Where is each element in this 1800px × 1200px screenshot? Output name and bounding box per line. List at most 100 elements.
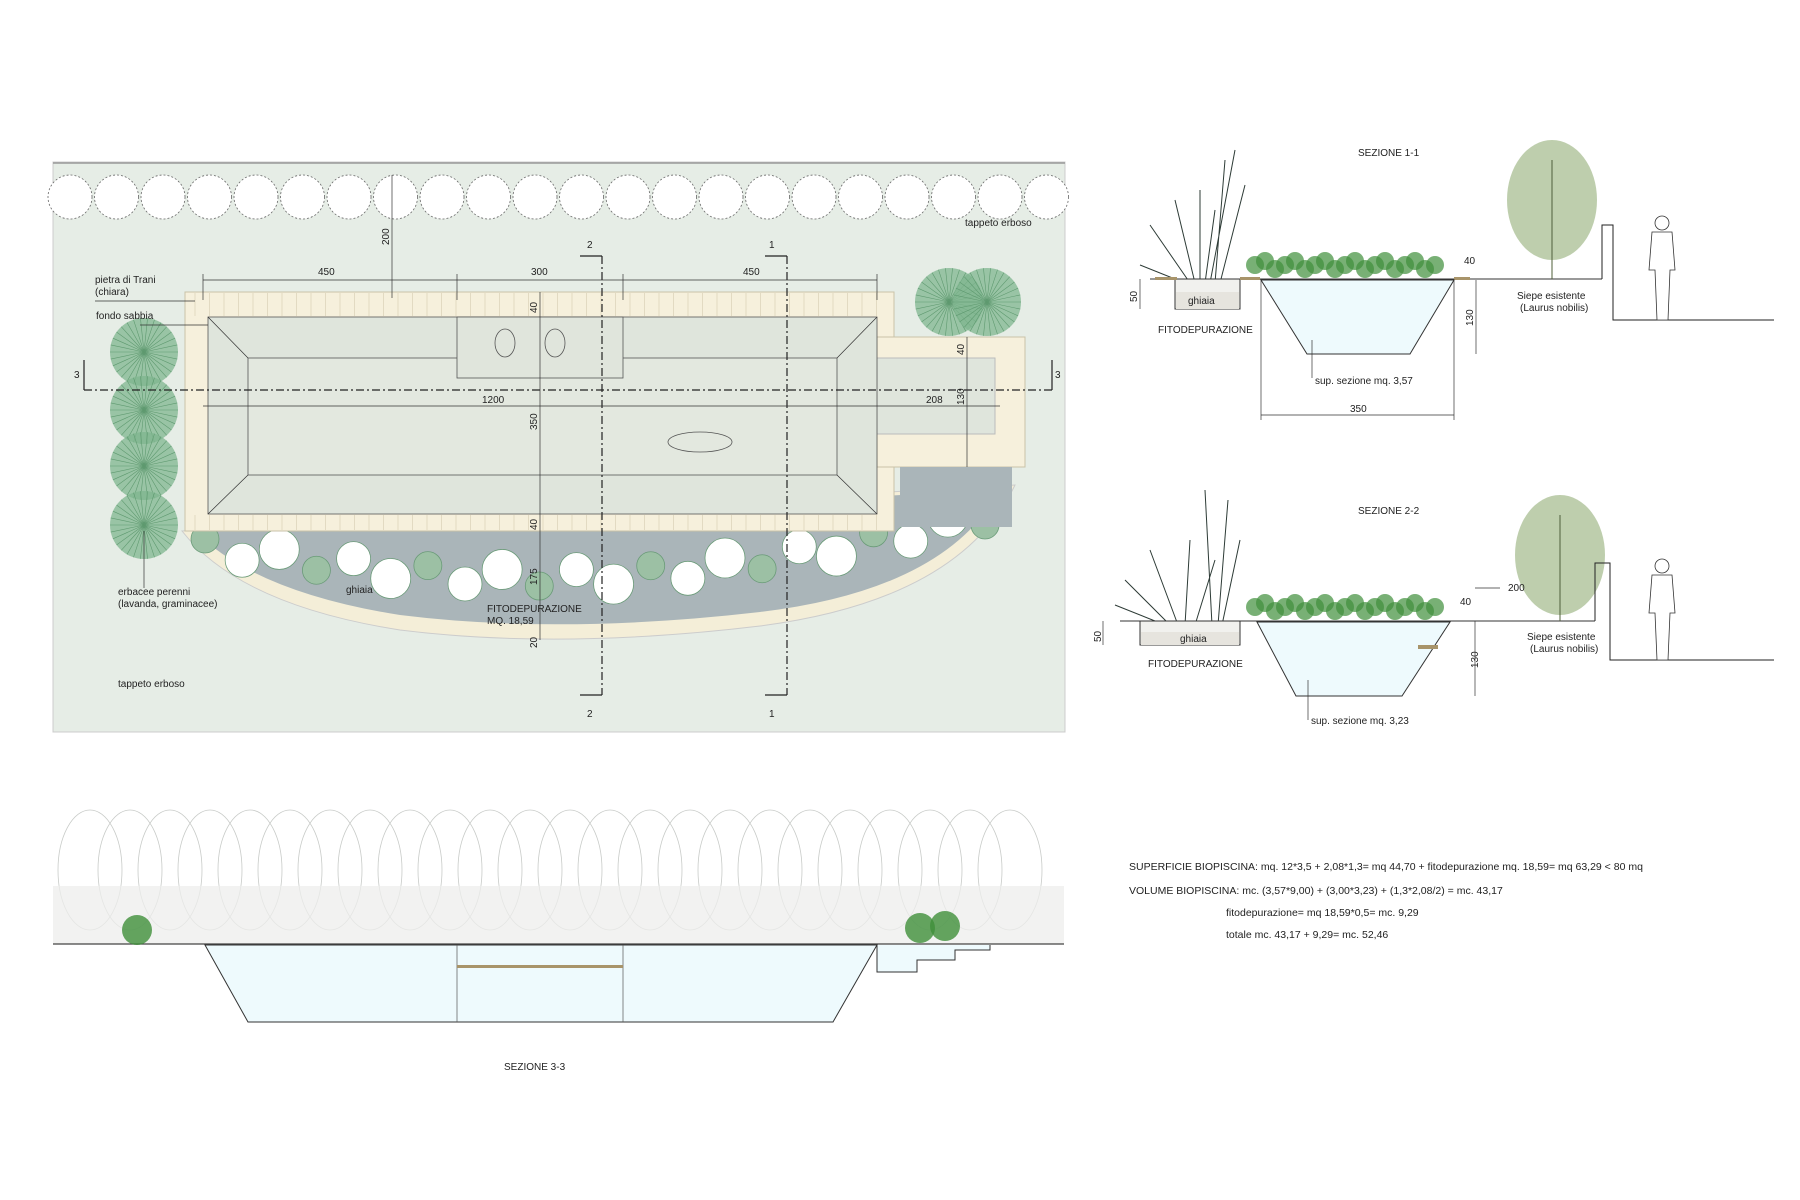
phyto-plant [447, 566, 483, 602]
section-mark-1-top: 1 [769, 240, 775, 251]
phyto-plant [670, 560, 706, 596]
shrub [110, 376, 178, 444]
hedge-shrub [977, 174, 1023, 220]
label-pietra-trani: pietra di Trani [95, 275, 156, 286]
hedge-shrub [698, 174, 744, 220]
shrubs [110, 268, 1021, 559]
section-1-dim-40: 40 [1464, 256, 1476, 267]
calc-fito: fitodepurazione= mq 18,59*0,5= mc. 9,29 [1226, 907, 1419, 919]
section-1-wall [1601, 224, 1774, 321]
hedge-shrub [419, 174, 465, 220]
section-3-title: SEZIONE 3-3 [504, 1062, 566, 1073]
hedge-shrub [94, 174, 139, 220]
phyto-plant [481, 549, 523, 590]
hedge-shrub [791, 174, 837, 220]
person-silhouette [1648, 215, 1676, 321]
dim-175: 175 [529, 568, 540, 585]
section-mark-3-left: 3 [74, 370, 80, 381]
laurel-hedge [1507, 140, 1597, 279]
person-figures [494, 328, 733, 453]
section-2-dim-200: 200 [1508, 583, 1525, 594]
dim-1200: 1200 [482, 395, 505, 406]
site-plan: 2 2 1 1 3 3 450 300 450 200 1200 350 208… [47, 161, 1069, 733]
hedge-shrub [512, 174, 558, 220]
section-1-dim-50: 50 [1129, 290, 1140, 302]
label-tappeto-erboso-top: tappeto erboso [965, 218, 1032, 229]
label-fitodepurazione: FITODEPURAZIONE [487, 604, 582, 615]
dim-40-bottom: 40 [529, 518, 540, 530]
hedge-shrub [884, 174, 930, 220]
section-1-title: SEZIONE 1-1 [1358, 148, 1420, 159]
calc-totale: totale mc. 43,17 + 9,29= mc. 52,46 [1226, 929, 1388, 941]
dim-200: 200 [381, 228, 392, 245]
hedge-shrub [931, 174, 976, 220]
section-1-surface: sup. sezione mq. 3,57 [1315, 376, 1413, 387]
calculations: SUPERFICIE BIOPISCINA: mq. 12*3,5 + 2,08… [1129, 861, 1643, 941]
section-mark-1-bottom: 1 [769, 709, 775, 720]
dim-300: 300 [531, 267, 548, 278]
reed-plants [1139, 149, 1246, 284]
section-3-plant [122, 915, 152, 945]
hedge-shrub [233, 174, 279, 220]
phyto-plant [704, 537, 746, 579]
calc-superficie: SUPERFICIE BIOPISCINA: mq. 12*3,5 + 2,08… [1129, 861, 1643, 873]
section-2-2: SEZIONE 2-2 ghiaia FITODEPURAZIONE 50 40… [1093, 489, 1774, 727]
label-erbacee: erbacee perenni [118, 587, 190, 598]
hedge-shrub [652, 174, 697, 220]
aquatic-plant [1426, 256, 1444, 274]
hedge-shrub [559, 174, 604, 220]
section-3-3: SEZIONE 3-3 [53, 809, 1064, 1073]
dim-20: 20 [529, 636, 540, 648]
dim-208: 208 [926, 395, 943, 406]
section-2-siepe-species: (Laurus nobilis) [1530, 644, 1598, 655]
hedge-shrub [838, 174, 883, 220]
aquatic-plants [1246, 252, 1444, 278]
section-2-fito-label: FITODEPURAZIONE [1148, 659, 1243, 670]
phyto-plant [816, 535, 857, 577]
section-mark-2-bottom: 2 [587, 709, 593, 720]
shrub [110, 318, 178, 386]
label-fondo-sabbia: fondo sabbia [96, 311, 154, 322]
section-2-ghiaia: ghiaia [1180, 634, 1207, 645]
laurel-hedge-2 [1515, 495, 1605, 621]
label-erbacee-species: (lavanda, graminacee) [118, 599, 218, 610]
shrub [110, 432, 178, 500]
hedge-shrub [47, 174, 93, 220]
phyto-plant [258, 529, 300, 570]
phyto-plant [636, 551, 666, 581]
section-2-dim-130: 130 [1470, 651, 1481, 668]
phyto-plant [559, 552, 594, 587]
phyto-plant [336, 541, 371, 577]
shrub [953, 268, 1021, 336]
aquatic-plant [1426, 598, 1444, 616]
dim-450-left: 450 [318, 267, 335, 278]
gravel-corner [900, 467, 1012, 527]
section-mark-2-top: 2 [587, 240, 593, 251]
phyto-plant [524, 571, 554, 601]
shrub [110, 491, 178, 559]
hedge-shrub [140, 174, 186, 220]
hedge-shrub [466, 174, 511, 220]
section-2-siepe: Siepe esistente [1527, 632, 1596, 643]
dim-40-top: 40 [529, 301, 540, 313]
phyto-plant [224, 542, 260, 578]
label-pietra-chiara: (chiara) [95, 287, 129, 298]
section-1-siepe-species: (Laurus nobilis) [1520, 303, 1588, 314]
hedge-shrub [187, 174, 232, 220]
label-ghiaia: ghiaia [346, 585, 373, 596]
section-3-pool [204, 944, 878, 1023]
step-area [876, 357, 996, 435]
dim-130: 130 [956, 388, 967, 405]
section-2-surface: sup. sezione mq. 3,23 [1311, 716, 1409, 727]
phyto-plant [593, 563, 634, 605]
calc-volume: VOLUME BIOPISCINA: mc. (3,57*9,00) + (3,… [1129, 885, 1503, 897]
hedge-shrub [1024, 174, 1069, 220]
section-2-title: SEZIONE 2-2 [1358, 506, 1420, 517]
phyto-plant [302, 555, 331, 585]
section-1-siepe: Siepe esistente [1517, 291, 1586, 302]
dim-40-right: 40 [956, 343, 967, 355]
hedge-row [47, 174, 1069, 220]
hedge-shrub [605, 174, 651, 220]
dim-350: 350 [529, 413, 540, 430]
